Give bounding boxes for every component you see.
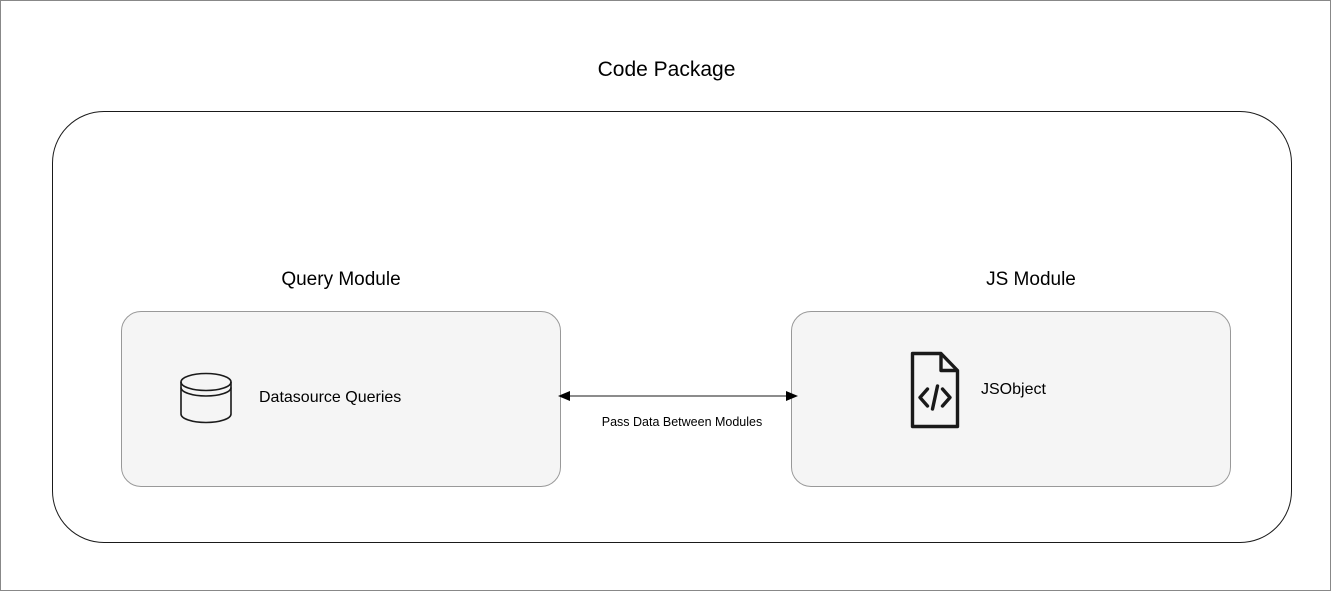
query-module-box[interactable] [121,311,561,487]
double-headed-arrow-icon [557,379,799,413]
jsobject-label: JSObject [981,381,1046,398]
js-module-title: JS Module [986,269,1076,290]
code-package-container [52,111,1292,543]
database-cylinder-icon [177,369,235,427]
query-module-title: Query Module [281,269,401,290]
jsobject-node[interactable]: JSObject [910,351,1046,429]
connector-label: Pass Data Between Modules [601,415,763,429]
datasource-queries-label: Datasource Queries [259,389,402,406]
js-module-box[interactable] [791,311,1231,487]
code-file-icon [910,351,960,429]
page-title: Code Package [597,58,736,81]
datasource-queries-node[interactable]: Datasource Queries [177,369,401,427]
